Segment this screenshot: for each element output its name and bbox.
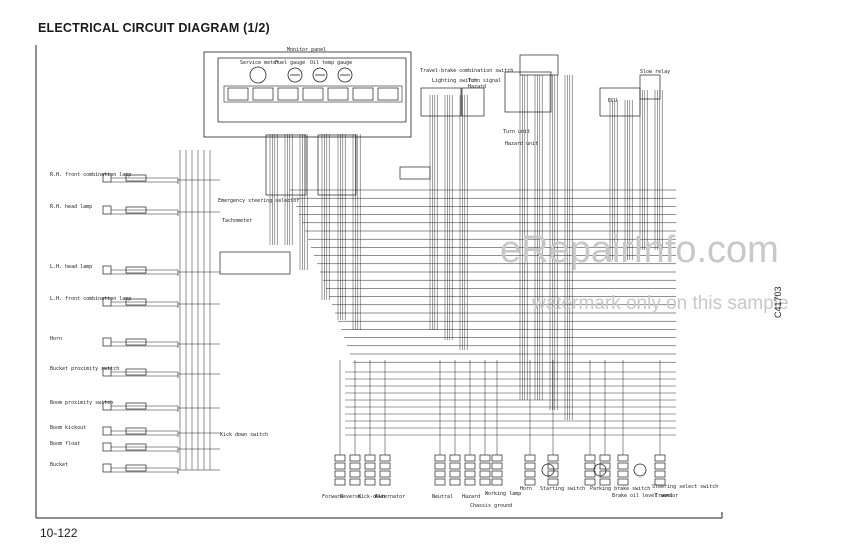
page-title: ELECTRICAL CIRCUIT DIAGRAM (1/2): [38, 21, 270, 35]
bottom-component-label: Alternator: [375, 494, 405, 500]
bottom-component-label: Travel: [655, 493, 673, 499]
gauge-label: Fuel gauge: [275, 60, 305, 66]
bottom-component-label: Kick-down: [358, 494, 385, 500]
bottom-component-label: Starting switch: [540, 486, 585, 492]
mid-component-label: Tachometer: [222, 218, 252, 224]
bottom-component-label: Parking brake switch: [590, 486, 650, 492]
top-component-label: Lighting switch: [432, 78, 477, 84]
left-component-label: Boom kickout: [50, 425, 86, 431]
top-component-label: Turn signal: [468, 78, 501, 84]
page-number: 10-122: [40, 526, 78, 540]
left-component-label: Bucket proximity switch: [50, 366, 119, 372]
monitor-panel: [203, 51, 412, 138]
bottom-component-label: Forward: [322, 494, 343, 500]
left-component-label: L.H. front combination lamp: [50, 296, 131, 302]
watermark-sub: watermark only on this sample: [531, 293, 789, 314]
top-component-label: Hazard: [468, 84, 486, 90]
bottom-component-label: Reverse: [340, 494, 361, 500]
bottom-component-label: Steering select switch: [652, 484, 718, 490]
gauge-label: Oil temp gauge: [310, 60, 352, 66]
switch-icon: [593, 463, 607, 477]
drawing-code: C41703: [773, 286, 783, 318]
bottom-component-label: Working lamp: [485, 491, 521, 497]
top-component-label: Turn unit: [503, 129, 530, 135]
mid-component-label: Emergency steering selector: [218, 198, 299, 204]
switch-icon: [633, 463, 647, 477]
bottom-component-label: Chassis ground: [470, 503, 512, 509]
watermark-main: eRepairInfo.com: [500, 229, 779, 271]
bottom-component-label: Brake oil level sensor: [612, 493, 678, 499]
switch-icon: [541, 463, 555, 477]
left-component-label: Boom proximity switch: [50, 400, 113, 406]
gauge-label: Service meter: [240, 60, 279, 66]
top-component-label: Hazard unit: [505, 141, 538, 147]
left-component-label: Boom float: [50, 441, 80, 447]
bottom-component-label: Neutral: [432, 494, 453, 500]
top-component-label: Slow relay: [640, 69, 670, 75]
top-component-label: ECU: [608, 98, 617, 104]
top-component-label: Travel-brake combination switch: [420, 68, 513, 74]
left-component-label: R.H. front combination lamp: [50, 172, 131, 178]
frame: [35, 45, 723, 519]
mid-component-label: Kick down switch: [220, 432, 268, 438]
monitor-panel-label: Monitor panel: [287, 47, 326, 53]
left-component-label: Bucket: [50, 462, 68, 468]
bottom-component-label: Hazard: [462, 494, 480, 500]
gauge-icon: [249, 66, 353, 84]
left-component-label: Horn: [50, 336, 62, 342]
left-component-label: R.H. head lamp: [50, 204, 92, 210]
left-component-label: L.H. head lamp: [50, 264, 92, 270]
bottom-component-label: Horn: [520, 486, 532, 492]
wiring: [102, 54, 676, 486]
